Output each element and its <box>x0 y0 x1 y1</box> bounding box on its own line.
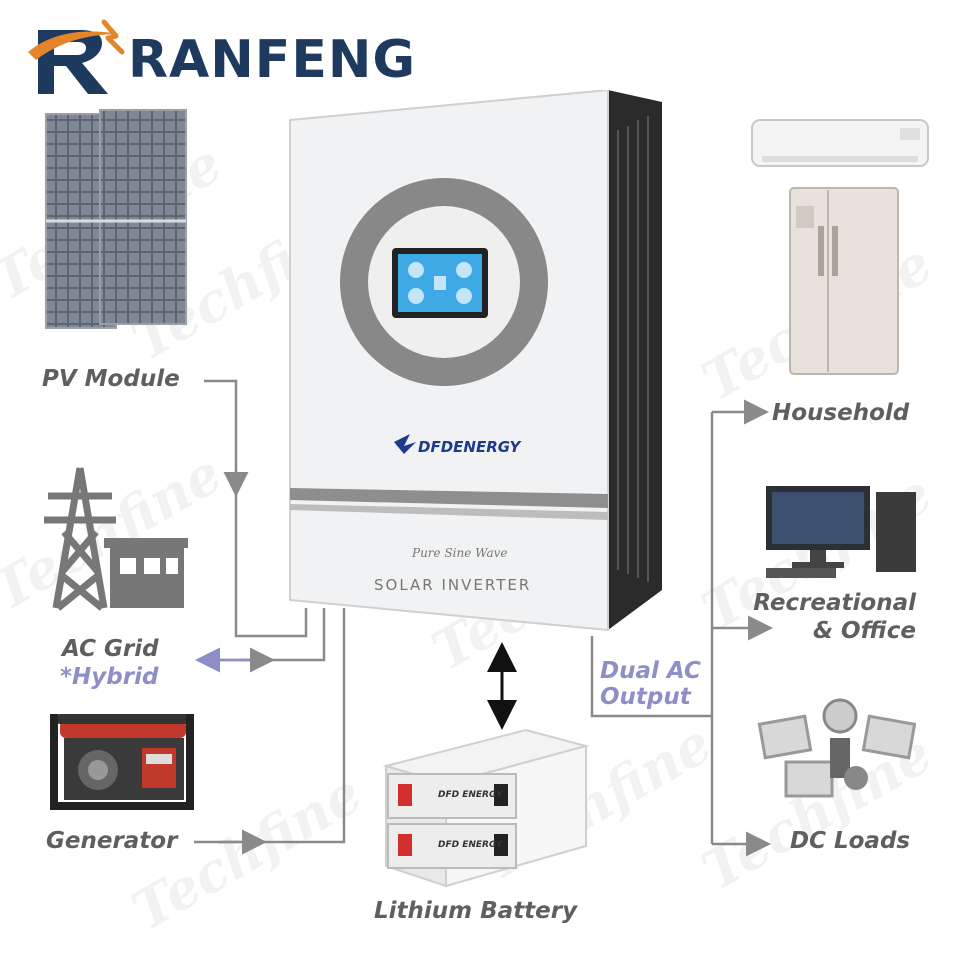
ac-grid-icon <box>40 462 188 614</box>
dc-loads-label: DC Loads <box>790 828 911 854</box>
floodlight-image <box>756 698 917 810</box>
brand-r-mark-icon <box>28 19 125 94</box>
ac-grid-label: AC Grid <box>62 636 159 662</box>
pv-module-label: PV Module <box>42 366 180 392</box>
inverter-logo-text: DFDENERGY <box>418 438 521 456</box>
air-conditioner-image <box>750 118 930 176</box>
generator-image <box>46 706 194 816</box>
inverter-title: SOLAR INVERTER <box>374 576 532 594</box>
battery-module-brand: DFD ENERGY <box>438 790 503 800</box>
lithium-battery-image: DFD ENERGY DFD ENERGY <box>376 726 590 890</box>
generator-label: Generator <box>46 828 178 854</box>
household-label: Household <box>772 400 910 426</box>
lithium-battery-label: Lithium Battery <box>374 898 578 924</box>
brand-logo <box>22 16 132 100</box>
dual-ac-output-label-line1: Dual AC <box>600 658 701 684</box>
solar-panel-image <box>44 108 190 334</box>
brand-name: RANFENG <box>128 30 417 90</box>
solar-inverter: DFDENERGY Pure Sine Wave SOLAR INVERTER <box>286 88 670 640</box>
dual-ac-output-label-line2: Output <box>600 684 691 710</box>
battery-module-brand: DFD ENERGY <box>438 840 503 850</box>
inverter-subtitle: Pure Sine Wave <box>412 546 508 560</box>
recreational-label-line2: & Office <box>812 618 916 644</box>
computer-image <box>762 482 920 582</box>
refrigerator-image <box>788 186 900 378</box>
recreational-label-line1: Recreational <box>753 590 916 616</box>
hybrid-label: *Hybrid <box>60 664 159 690</box>
